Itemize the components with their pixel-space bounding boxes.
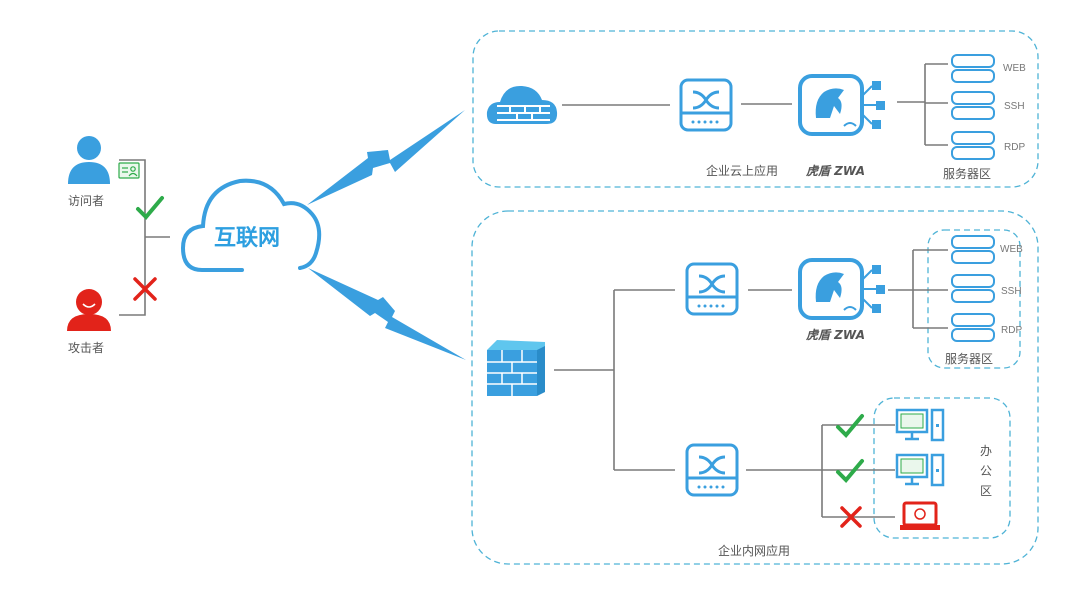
cloud-zone-label: 企业云上应用 [706,163,778,178]
attacker-label: 攻击者 [68,341,104,355]
firewall-wall-icon [487,340,545,396]
intranet-zone-label: 企业内网应用 [718,543,790,558]
intranet-zwa-appliance-icon [798,258,885,320]
cloud-firewall-icon [486,85,558,124]
server-label: WEB [1003,63,1026,74]
server-label: SSH [1004,101,1025,112]
cloud-server-web-icon [951,54,995,83]
deny-cross-icon [840,506,862,528]
intranet-zwa-label: 虎盾 ZWA [805,328,865,342]
intranet-app-zone [471,210,1039,565]
server-label: SSH [1001,286,1022,297]
workstation-icon [895,408,945,442]
workstation-icon [895,453,945,487]
server-label: RDP [1004,142,1025,153]
cloud-server-zone-label: 服务器区 [943,166,991,181]
office-zone-label: 办公区 [980,443,992,498]
intranet-server-ssh-icon [951,274,995,303]
intranet-server-rdp-icon [951,313,995,342]
cloud-switch-icon [679,78,733,132]
cloud-app-zone [472,30,1039,188]
id-card-icon [118,162,140,179]
cloud-zwa-appliance-icon [798,74,885,136]
visitor-label: 访问者 [68,194,104,208]
intranet-server-zone [927,229,1021,369]
lightning-to-cloud-zone-icon [307,110,465,205]
office-branch-line [746,424,895,518]
cloud-zwa-label: 虎盾 ZWA [805,164,865,178]
internet-cloud-icon [180,178,322,272]
server-branch-line [897,63,948,146]
server-label: WEB [1000,244,1023,255]
visitor-avatar-icon [68,136,110,184]
lightning-to-intranet-zone-icon [308,268,466,360]
internet-label: 互联网 [214,226,280,251]
intranet-switch-bottom-icon [685,443,739,497]
intranet-server-web-icon [951,235,995,264]
firewall-branch-line [554,289,675,471]
intranet-server-zone-label: 服务器区 [945,351,993,366]
server-branch-line [888,249,948,329]
deny-cross-icon [133,277,157,301]
allow-check-icon [136,196,164,220]
server-label: RDP [1001,325,1022,336]
cloud-server-ssh-icon [951,91,995,120]
cloud-server-rdp-icon [951,131,995,160]
intranet-switch-top-icon [685,262,739,316]
attacker-avatar-icon [67,289,111,331]
allow-check-icon [836,414,864,438]
infected-laptop-icon [900,501,940,530]
office-zone [873,397,1011,539]
allow-check-icon [836,459,864,483]
